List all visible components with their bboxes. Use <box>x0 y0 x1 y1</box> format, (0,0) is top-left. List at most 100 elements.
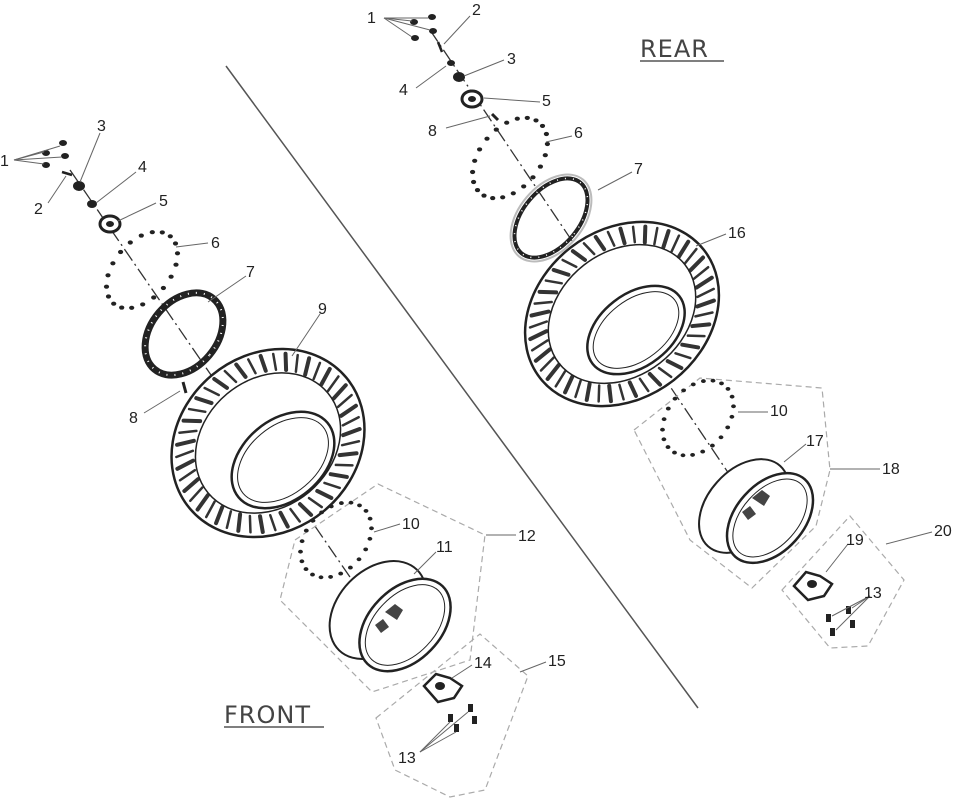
tread-lug <box>331 383 348 401</box>
bolt-dot <box>138 233 144 238</box>
bolt-dot <box>119 305 125 310</box>
tread-lug <box>212 376 229 390</box>
tread-lug <box>545 362 561 381</box>
tread-lug <box>337 451 359 458</box>
svg-text:REAR: REAR <box>640 35 709 63</box>
bolt-dot <box>167 234 173 239</box>
bolt-dot <box>338 571 344 576</box>
bolt-dot <box>731 404 736 409</box>
rear-part-19-hub <box>792 570 834 602</box>
rear-callout-18: 18 <box>882 461 900 478</box>
bolt-dot <box>665 406 671 411</box>
front-callout-4: 4 <box>138 159 147 176</box>
front-callout-9: 9 <box>318 301 327 318</box>
tread-lug <box>653 226 659 246</box>
bolt-dot <box>160 285 166 291</box>
rear-callout-4: 4 <box>399 82 408 99</box>
bolt-dot <box>530 175 536 180</box>
tread-lug <box>657 366 673 379</box>
rear-callout-16: 16 <box>728 225 746 242</box>
tread-lug <box>236 512 243 533</box>
bolt-dot <box>299 559 305 564</box>
tread-lug <box>638 377 650 393</box>
tread-lug <box>570 249 587 262</box>
bolt-dot <box>129 305 135 310</box>
tread-lug <box>341 427 362 438</box>
front-part-6-bolt-ring <box>103 230 181 310</box>
tread-lug <box>631 225 637 244</box>
front-callout-7: 7 <box>246 264 255 281</box>
front-callout-11: 11 <box>436 539 453 556</box>
rear-callout-10: 10 <box>770 403 788 420</box>
tread-lug <box>593 235 607 252</box>
bolt-dot <box>174 251 181 256</box>
tread-lug <box>537 289 559 295</box>
bolt-dot <box>328 504 334 509</box>
tread-lug <box>340 439 361 447</box>
tread-lug <box>694 311 714 318</box>
bolt-dot <box>470 169 476 175</box>
bolt-dot <box>299 539 305 544</box>
tread-lug <box>289 507 302 523</box>
rear-part-1-nuts <box>410 14 437 41</box>
bolt-dot <box>367 536 373 541</box>
bolt-dot <box>680 453 686 458</box>
tread-lug <box>204 500 216 519</box>
tread-lug <box>341 415 360 427</box>
tread-lug <box>247 358 257 375</box>
bolt-dot <box>701 379 706 384</box>
bolt-dot <box>328 574 333 579</box>
bolt-dot <box>700 449 706 454</box>
tread-lug <box>618 226 627 246</box>
tread-lug <box>584 381 592 402</box>
bolt-dot <box>105 294 112 299</box>
bolt-dot <box>710 443 715 448</box>
front-callout-2: 2 <box>34 201 43 218</box>
tread-lug <box>528 320 549 329</box>
tread-lug <box>181 418 203 424</box>
bolt-dot <box>665 445 671 450</box>
tread-lug <box>551 267 571 277</box>
front-callout-10: 10 <box>402 516 420 533</box>
front-callout-14: 14 <box>474 655 492 672</box>
tread-lug <box>539 356 555 372</box>
bolt-dot <box>661 417 667 422</box>
tread-lug <box>269 513 277 532</box>
bolt-dot <box>118 249 124 255</box>
bolt-dot <box>339 501 344 506</box>
bolt-dot <box>105 273 111 278</box>
rear-part-17-rim <box>698 458 815 565</box>
bolt-dot <box>544 141 551 147</box>
bolt-dot <box>318 575 324 580</box>
bolt-dot <box>539 123 546 128</box>
bolt-dot <box>356 557 362 562</box>
bolt-dot <box>140 302 146 307</box>
bolt-dot <box>661 437 667 442</box>
bolt-dot <box>348 565 353 570</box>
tread-lug <box>258 514 265 534</box>
rear-callout-7: 7 <box>634 161 643 178</box>
bolt-dot <box>681 388 686 393</box>
rear-part-10-bolt-ring <box>660 378 736 458</box>
bolt-dot <box>319 510 324 515</box>
tread-lug <box>336 393 353 409</box>
rear-assembly: 1 2 3 4 5 6 7 8 16 10 17 18 19 20 13 <box>367 2 952 649</box>
tread-lug <box>223 369 238 384</box>
bolt-dot <box>672 450 677 455</box>
bolt-dot <box>348 500 354 505</box>
bolt-dot <box>537 164 544 169</box>
tread-lug <box>529 309 551 318</box>
bolt-dot <box>173 262 179 267</box>
front-callout-3: 3 <box>97 118 106 135</box>
bolt-dot <box>303 528 309 533</box>
tread-lug <box>642 224 648 245</box>
bolt-dot <box>110 261 116 266</box>
tread-lug <box>294 353 299 373</box>
bolt-dot <box>363 508 369 513</box>
tread-lug <box>574 379 582 399</box>
front-part-1-nuts <box>42 140 69 168</box>
bolt-dot <box>718 435 724 440</box>
bolt-dot <box>710 378 716 383</box>
tread-lug <box>175 449 195 459</box>
